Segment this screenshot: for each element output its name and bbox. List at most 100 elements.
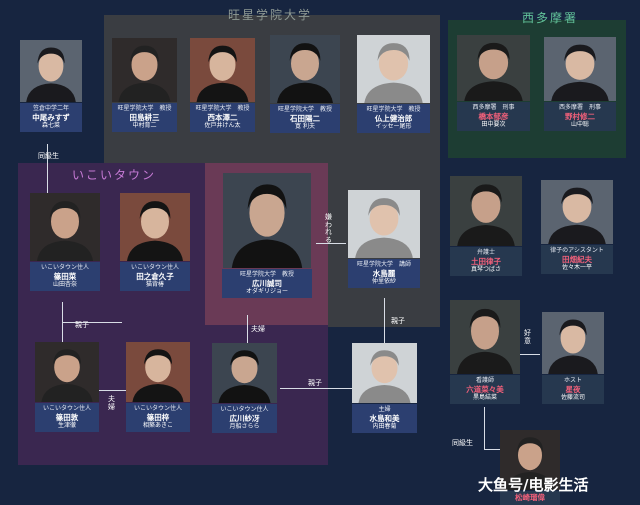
portrait-photo <box>270 35 340 103</box>
portrait-photo <box>30 193 100 261</box>
person-info: 旺星学院大学 教授石田陽二寛 利夫 <box>270 104 340 134</box>
person-actor: 中村育二 <box>132 121 157 129</box>
person-info: いこいタウン住人広川紗冴月船さらら <box>212 404 277 434</box>
person-actor: 真琴つばさ <box>470 265 501 273</box>
person-role: いこいタウン住人 <box>42 405 91 412</box>
person-actor: 内田春菊 <box>372 422 397 430</box>
portrait-photo <box>544 37 616 101</box>
person-role: いこいタウン住人 <box>40 264 89 271</box>
person-actor: 森七菜 <box>41 121 60 129</box>
person-actor: 田中要次 <box>481 120 506 128</box>
person-name: 松崎瑠偉 <box>515 493 545 502</box>
line-rei-kazumi <box>384 298 385 343</box>
label-oyako3: 親子 <box>308 379 322 387</box>
portrait-photo <box>35 342 99 402</box>
person-name: 田之倉久子 <box>136 271 174 281</box>
person-actor: 仲里依紗 <box>371 277 396 285</box>
person-role: 西多摩署 刑事 <box>472 104 515 111</box>
person-name: 仏上健治郎 <box>374 113 413 123</box>
person-name: 石田陽二 <box>290 113 320 123</box>
person-info: 西多摩署 刑事野村修二山中聡 <box>544 102 616 132</box>
portrait-photo <box>450 176 522 246</box>
portrait-photo <box>500 430 560 490</box>
line-rokudo-seiya <box>520 354 540 355</box>
portrait-photo <box>223 173 311 268</box>
person-info: 旺星学院大学 教授広川誠司オダギリジョー <box>222 269 312 299</box>
nishitama-title: 西多摩署 <box>522 11 579 25</box>
person-name: 篠田敦 <box>55 412 79 422</box>
portrait-photo <box>450 300 520 374</box>
person-role: いこいタウン住人 <box>130 264 179 271</box>
portrait-photo <box>20 40 82 102</box>
person-role: 看護師 <box>475 377 494 384</box>
person-actor: 佐戸井けん太 <box>204 121 241 129</box>
person-name: 野村修二 <box>565 111 595 121</box>
label-doukyusei2: 同級生 <box>452 439 473 447</box>
person-role: 旺星学院大学 講師 <box>356 261 411 268</box>
person-role: 旺星学院大学 教授 <box>195 105 250 112</box>
person-info: 旺星学院大学 講師水島麗仲里依紗 <box>348 259 420 289</box>
person-role: 主婦 <box>378 406 391 413</box>
person-role: 西多摩署 刑事 <box>558 104 601 111</box>
university-title: 旺星学院大学 <box>228 8 313 22</box>
person-info: いこいタウン住人篠田敦生津徹 <box>35 403 99 433</box>
label-oyako1: 親子 <box>75 321 89 329</box>
person-role: 笠倉中学二年 <box>32 105 69 112</box>
portrait-photo <box>112 38 177 102</box>
person-actor: 月船さらら <box>229 422 260 430</box>
person-name: 西本澤二 <box>207 112 238 122</box>
person-info: 西多摩署 刑事橋本郁彦田中要次 <box>457 102 530 132</box>
line-kirawareru <box>316 243 346 244</box>
portrait-photo <box>457 35 530 101</box>
person-role: 旺星学院大学 教授 <box>239 271 294 278</box>
person-info: 旺星学院大学 教授田島耕三中村育二 <box>112 103 177 133</box>
person-role: 旺星学院大学 教授 <box>366 106 421 113</box>
person-info: いこいタウン住人田之倉久子猫背椿 <box>120 262 190 292</box>
person-role: 旺星学院大学 教授 <box>277 106 332 113</box>
portrait-photo <box>542 312 604 374</box>
label-fuufu1: 夫婦 <box>108 395 115 411</box>
portrait-photo <box>190 38 255 102</box>
person-info: 看護師六道菜々美黒島結菜 <box>450 375 520 405</box>
person-info: いこいタウン住人篠田菜山田杏奈 <box>30 262 100 292</box>
portrait-photo <box>352 343 417 403</box>
person-name: 広川誠司 <box>252 278 282 288</box>
line-hirokawa-sae <box>247 315 248 343</box>
person-role: 弁護士 <box>476 249 495 256</box>
person-info: 旺星学院大学 教授仏上健治郎イッセー尾形 <box>357 104 430 134</box>
person-name: 田島耕三 <box>129 112 160 122</box>
label-kirawareru: 嫌われる <box>325 213 332 245</box>
person-actor: 黒島結菜 <box>472 393 497 401</box>
person-actor: 佐々木一平 <box>561 263 592 271</box>
label-fuufu2: 夫婦 <box>251 325 265 333</box>
person-role: いこいタウン住人 <box>133 405 182 412</box>
watermark: 大鱼号/电影生活 <box>478 476 589 494</box>
label-doukyusei1: 同級生 <box>38 152 59 160</box>
person-info: 旺星学院大学 教授西本澤二佐戸井けん太 <box>190 103 255 133</box>
person-actor: 山田杏奈 <box>52 280 77 288</box>
line-sae-kazumi <box>280 388 352 389</box>
person-info: 主婦水島和美内田春菊 <box>352 404 417 434</box>
line-rokudo-bottom <box>484 407 485 449</box>
person-actor: オダギリジョー <box>245 287 288 295</box>
line-fuufu1 <box>97 390 127 391</box>
person-info: ホスト星夜佐藤流司 <box>542 375 604 405</box>
person-name: 広川紗冴 <box>229 413 260 423</box>
person-actor: 山中聡 <box>570 120 589 128</box>
person-name: 六道菜々美 <box>466 384 504 394</box>
portrait-photo <box>126 342 190 402</box>
person-info: いこいタウン住人篠田梓相築あきこ <box>126 403 190 433</box>
line-bottom-h <box>484 449 502 450</box>
person-name: 土田律子 <box>471 256 501 266</box>
person-name: 篠田菜 <box>53 271 77 281</box>
person-name: 橋本郁彦 <box>478 111 509 121</box>
label-koui: 好意 <box>524 329 531 345</box>
person-role: 旺星学院大学 教授 <box>117 105 172 112</box>
person-actor: 寛 利夫 <box>295 122 315 130</box>
portrait-photo <box>348 190 420 258</box>
person-info: 律子のアシスタント田畑紀夫佐々木一平 <box>541 245 613 275</box>
portrait-photo <box>212 343 277 403</box>
person-role: 律子のアシスタント <box>550 247 604 254</box>
portrait-photo <box>541 180 613 244</box>
person-name: 中尾みすず <box>32 112 70 122</box>
